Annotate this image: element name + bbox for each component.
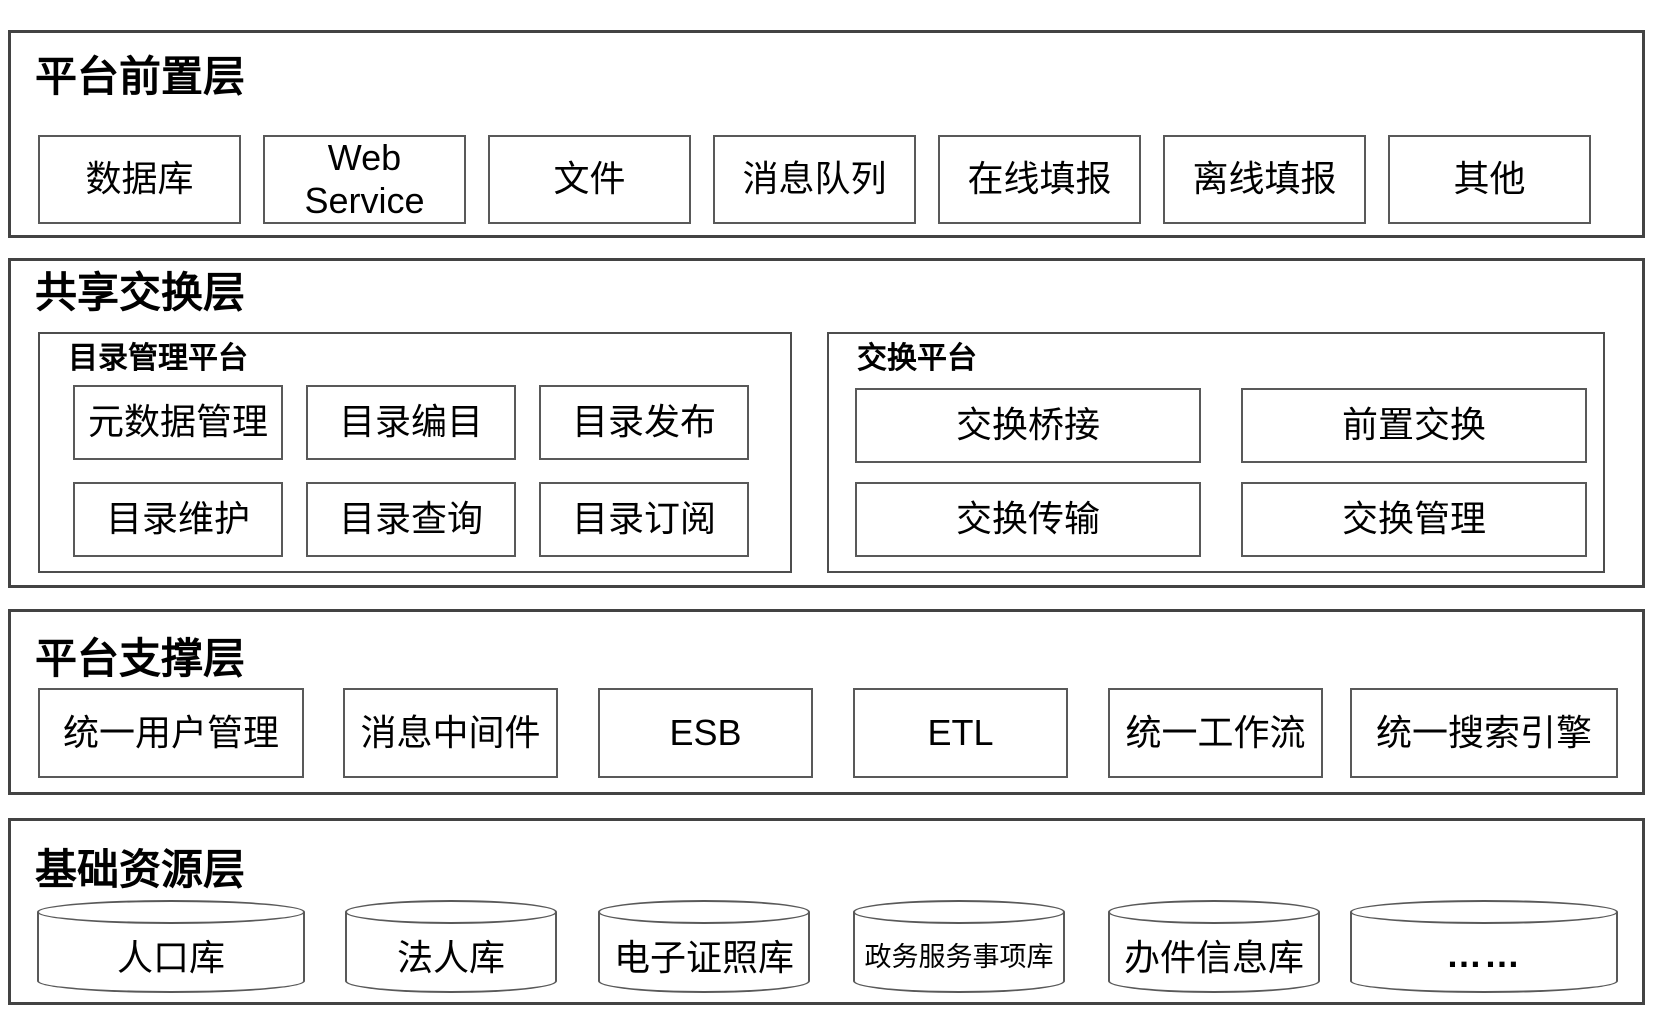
box-catalog-maintenance: 目录维护 <box>73 482 283 557</box>
layer-share-exchange: 共享交换层 目录管理平台 元数据管理 目录编目 目录发布 目录维护 目录查询 目… <box>8 258 1645 588</box>
box-web-service: Web Service <box>263 135 466 224</box>
layer-platform-front: 平台前置层 数据库 Web Service 文件 消息队列 在线填报 离线填报 … <box>8 30 1645 238</box>
layer-title-basic-resource: 基础资源层 <box>35 846 246 893</box>
cylinder-label: 办件信息库 <box>1123 936 1304 978</box>
cylinder-label: 法人库 <box>396 936 505 978</box>
panel-title-catalog-management: 目录管理平台 <box>68 342 248 375</box>
cylinder-ellipsis: …… <box>1350 900 1618 993</box>
layer-title-share-exchange: 共享交换层 <box>35 269 246 316</box>
box-unified-search-engine: 统一搜索引擎 <box>1350 688 1618 778</box>
cylinder-body <box>1108 912 1320 993</box>
panel-exchange-platform: 交换平台 交换桥接 前置交换 交换传输 交换管理 <box>827 332 1605 573</box>
cylinder-body <box>37 912 305 993</box>
box-other: 其他 <box>1388 135 1591 224</box>
box-esb: ESB <box>598 688 813 778</box>
cylinder-top-ellipse <box>1350 900 1618 924</box>
box-catalog-cataloging: 目录编目 <box>306 385 516 460</box>
box-catalog-publish: 目录发布 <box>539 385 749 460</box>
box-exchange-management: 交换管理 <box>1241 482 1587 557</box>
layer-title-platform-support: 平台支撑层 <box>35 635 246 682</box>
box-online-filling: 在线填报 <box>938 135 1141 224</box>
cylinder-population-db: 人口库 <box>37 900 305 993</box>
cylinder-label: 电子证照库 <box>613 936 794 978</box>
box-front-exchange: 前置交换 <box>1241 388 1587 463</box>
box-message-middleware: 消息中间件 <box>343 688 558 778</box>
box-exchange-bridge: 交换桥接 <box>855 388 1201 463</box>
cylinder-label: 政务服务事项库 <box>864 942 1054 972</box>
box-metadata-management: 元数据管理 <box>73 385 283 460</box>
box-file: 文件 <box>488 135 691 224</box>
box-catalog-query: 目录查询 <box>306 482 516 557</box>
panel-catalog-management-platform: 目录管理平台 元数据管理 目录编目 目录发布 目录维护 目录查询 目录订阅 <box>38 332 792 573</box>
box-offline-filling: 离线填报 <box>1163 135 1366 224</box>
cylinder-label: …… <box>1446 933 1522 975</box>
box-unified-workflow: 统一工作流 <box>1108 688 1323 778</box>
cylinder-body <box>1350 912 1618 993</box>
cylinder-top-ellipse <box>1108 900 1320 924</box>
cylinder-top-ellipse <box>345 900 557 924</box>
cylinder-government-service-items-db: 政务服务事项库 <box>853 900 1065 993</box>
cylinder-body <box>345 912 557 993</box>
box-etl: ETL <box>853 688 1068 778</box>
box-catalog-subscription: 目录订阅 <box>539 482 749 557</box>
panel-title-exchange-platform: 交换平台 <box>857 342 977 375</box>
cylinder-body <box>853 912 1065 993</box>
layer-title-platform-front: 平台前置层 <box>35 53 246 100</box>
cylinder-top-ellipse <box>853 900 1065 924</box>
box-message-queue: 消息队列 <box>713 135 916 224</box>
cylinder-label: 人口库 <box>116 936 225 978</box>
cylinder-top-ellipse <box>37 900 305 924</box>
cylinder-top-ellipse <box>598 900 810 924</box>
box-exchange-transmission: 交换传输 <box>855 482 1201 557</box>
cylinder-case-info-db: 办件信息库 <box>1108 900 1320 993</box>
layer-basic-resource: 基础资源层 人口库 法人库 电子证照库 政务服务事项库 办件信息库 <box>8 818 1645 1005</box>
box-unified-user-management: 统一用户管理 <box>38 688 304 778</box>
box-database: 数据库 <box>38 135 241 224</box>
cylinder-body <box>598 912 810 993</box>
cylinder-legal-entity-db: 法人库 <box>345 900 557 993</box>
layer-platform-support: 平台支撑层 统一用户管理 消息中间件 ESB ETL 统一工作流 统一搜索引擎 <box>8 609 1645 795</box>
cylinder-electronic-license-db: 电子证照库 <box>598 900 810 993</box>
